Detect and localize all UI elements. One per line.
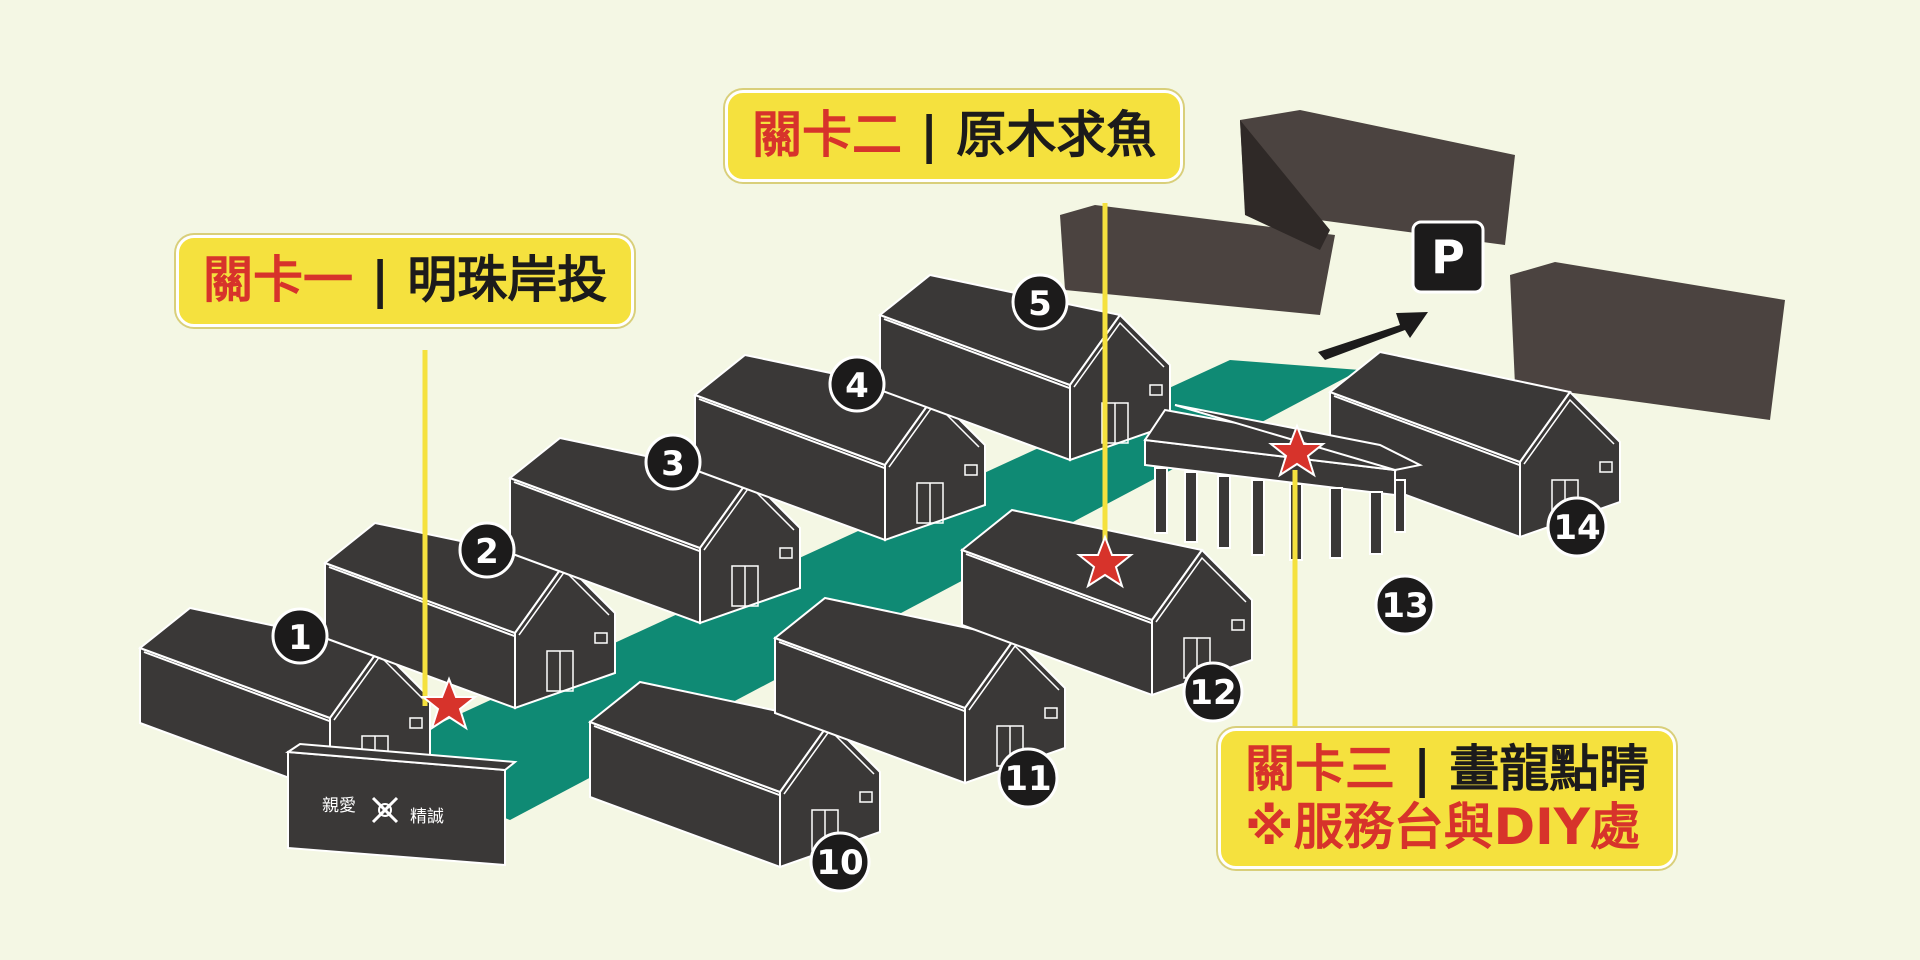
crossed-anchor-emblem-icon [371, 796, 399, 824]
number-badge-3: 3 [644, 433, 702, 491]
callout-3-stage: 關卡三 [1245, 740, 1395, 798]
number-badge-2: 2 [458, 521, 516, 579]
distant-building-cluster [1060, 110, 1785, 420]
number-10: 10 [816, 843, 863, 883]
callout-stage-2[interactable]: 關卡二 | 原木求魚 [725, 90, 1184, 182]
number-3: 3 [661, 444, 685, 484]
number-13: 13 [1381, 586, 1428, 626]
number-1: 1 [288, 618, 312, 658]
building-13-pavilion [1143, 404, 1424, 561]
number-2: 2 [475, 532, 499, 572]
number-badge-13: 13 [1374, 574, 1436, 636]
callout-2-name: 原木求魚 [956, 106, 1157, 164]
number-12: 12 [1189, 673, 1236, 713]
arrow-icon [1318, 312, 1428, 360]
callout-stage-1[interactable]: 關卡一 | 明珠岸投 [176, 235, 635, 327]
callout-3-name: 畫龍點睛 [1449, 740, 1650, 798]
number-badge-12: 12 [1182, 661, 1244, 723]
number-11: 11 [1004, 759, 1051, 799]
callout-connectors [422, 203, 1298, 730]
sign-text-right: 精誠 [410, 807, 444, 827]
number-badge-4: 4 [828, 355, 886, 413]
callout-1-separator: | [371, 251, 390, 309]
number-5: 5 [1028, 284, 1052, 324]
number-badge-14: 14 [1546, 496, 1608, 558]
callout-stage-3[interactable]: 關卡三 | 畫龍點睛 ※服務台與DIY處 [1218, 728, 1677, 869]
callout-2-stage: 關卡二 [752, 106, 902, 164]
sign-text-left: 親愛 [322, 796, 356, 816]
callout-3-note: ※服務台與DIY處 [1245, 797, 1640, 856]
entrance-sign: 親愛 精誠 [285, 742, 518, 867]
callout-2-separator: | [920, 106, 939, 164]
number-badge-1: 1 [271, 607, 329, 665]
number-badge-10: 10 [809, 831, 871, 893]
parking-label: P [1431, 230, 1465, 284]
callout-1-name: 明珠岸投 [407, 251, 608, 309]
number-badge-5: 5 [1011, 273, 1069, 331]
number-4: 4 [845, 366, 869, 406]
number-14: 14 [1553, 508, 1600, 548]
number-badge-11: 11 [997, 747, 1059, 809]
callout-3-separator: | [1413, 740, 1432, 798]
building-numbers: 1 2 3 4 5 10 11 12 [271, 273, 1608, 893]
parking-sign-icon: P [1411, 220, 1485, 294]
callout-1-stage: 關卡一 [203, 251, 353, 309]
